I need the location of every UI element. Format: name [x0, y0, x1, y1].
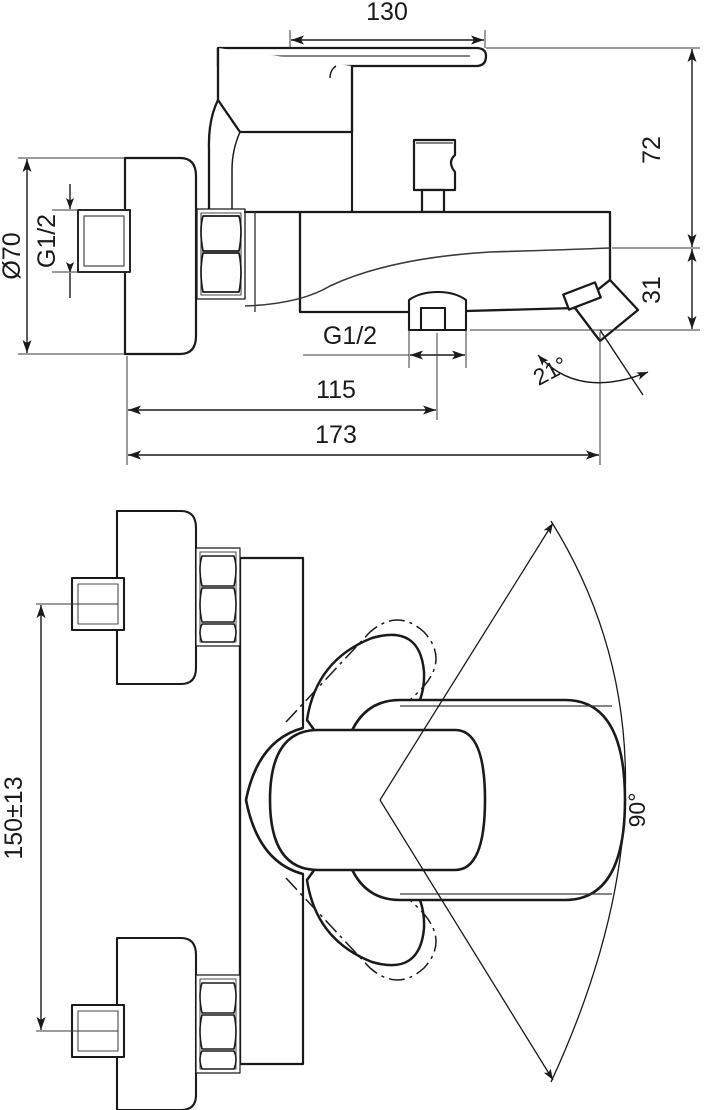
dimension-173: 173: [126, 332, 601, 465]
dimension-130: 130: [289, 0, 486, 48]
dimension-150-label: 150±13: [0, 776, 28, 859]
inlet-spigot: [77, 209, 131, 273]
dimension-g12-outlet: G1/2: [303, 322, 467, 368]
dimension-90-degrees: 90°: [379, 520, 650, 1083]
plan-view: 90° 150±13: [0, 509, 650, 1110]
lower-inlet-assembly: [70, 936, 241, 1110]
diverter-knob: [412, 138, 457, 214]
mixer-body-spout: [243, 210, 640, 343]
dimension-g12-outlet-label: G1/2: [323, 322, 377, 350]
dimension-130-label: 130: [366, 0, 408, 26]
dimension-g12-inlet-label: G1/2: [33, 214, 61, 268]
side-elevation-view: 130: [0, 0, 700, 465]
wall-flange: [123, 156, 198, 356]
dimension-g12-inlet: G1/2: [33, 184, 130, 298]
dimension-21-degrees: 21°: [529, 329, 649, 415]
lever-handle: [207, 46, 488, 212]
lever-plan-body: [244, 698, 627, 902]
dimension-21-degrees-label: 21°: [529, 351, 572, 390]
dimension-173-label: 173: [315, 421, 357, 449]
upper-inlet-assembly: [70, 509, 241, 686]
dimension-150: 150±13: [0, 603, 118, 1032]
dimension-115-label: 115: [316, 376, 356, 404]
dimension-31-label: 31: [638, 276, 666, 304]
dimension-90-degrees-label: 90°: [624, 793, 650, 828]
inlet-hex-nut: [196, 208, 246, 300]
dimension-31: 31: [470, 249, 700, 331]
dimension-d70: Ø70: [0, 157, 124, 355]
dimension-72-label: 72: [638, 136, 666, 164]
shower-outlet-boss: [407, 290, 468, 332]
dimension-72: 72: [486, 47, 700, 249]
dimension-d70-label: Ø70: [0, 232, 26, 279]
